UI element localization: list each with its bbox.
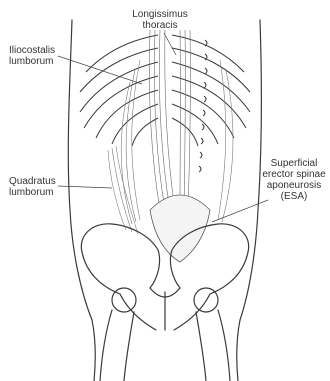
- longissimus-thoracis-label: Longissimus thoracis: [122, 9, 198, 31]
- leader-lines: [58, 33, 268, 222]
- ribs-right: [172, 35, 250, 146]
- quadratus-lumborum-muscle: [108, 146, 138, 234]
- spinous-processes: [199, 40, 207, 172]
- superficial-erector-spinae-aponeurosis-label: Superficial erector spinae aponeurosis (…: [258, 158, 330, 202]
- longissimus-thoracis-muscle: [149, 30, 190, 210]
- ribs-left: [80, 35, 158, 146]
- quadratus-lumborum-label: Quadratus lumborum: [9, 176, 56, 198]
- iliocostalis-lumborum-label: Iliocostalis lumborum: [9, 45, 55, 67]
